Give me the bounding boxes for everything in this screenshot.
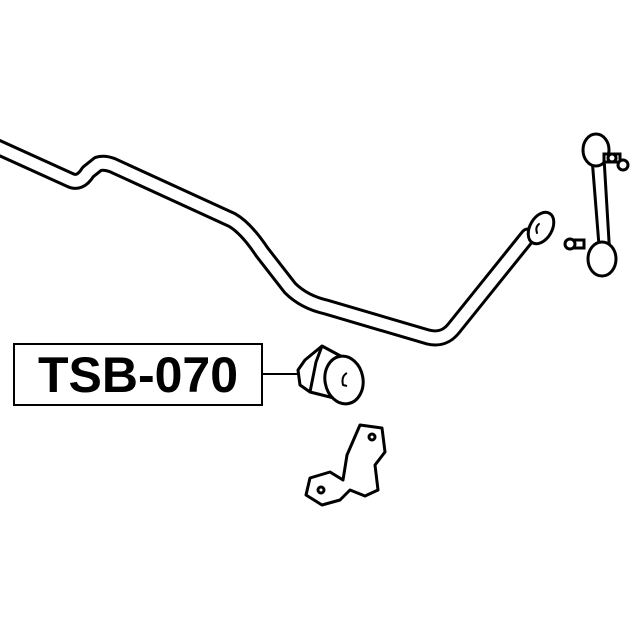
- stabilizer-bar: [0, 138, 556, 347]
- bracket: [304, 423, 387, 507]
- bushing: [296, 344, 365, 406]
- part-number-label: TSB-070: [13, 343, 263, 406]
- stabilizer-link: [563, 132, 630, 278]
- part-number-text: TSB-070: [37, 346, 239, 403]
